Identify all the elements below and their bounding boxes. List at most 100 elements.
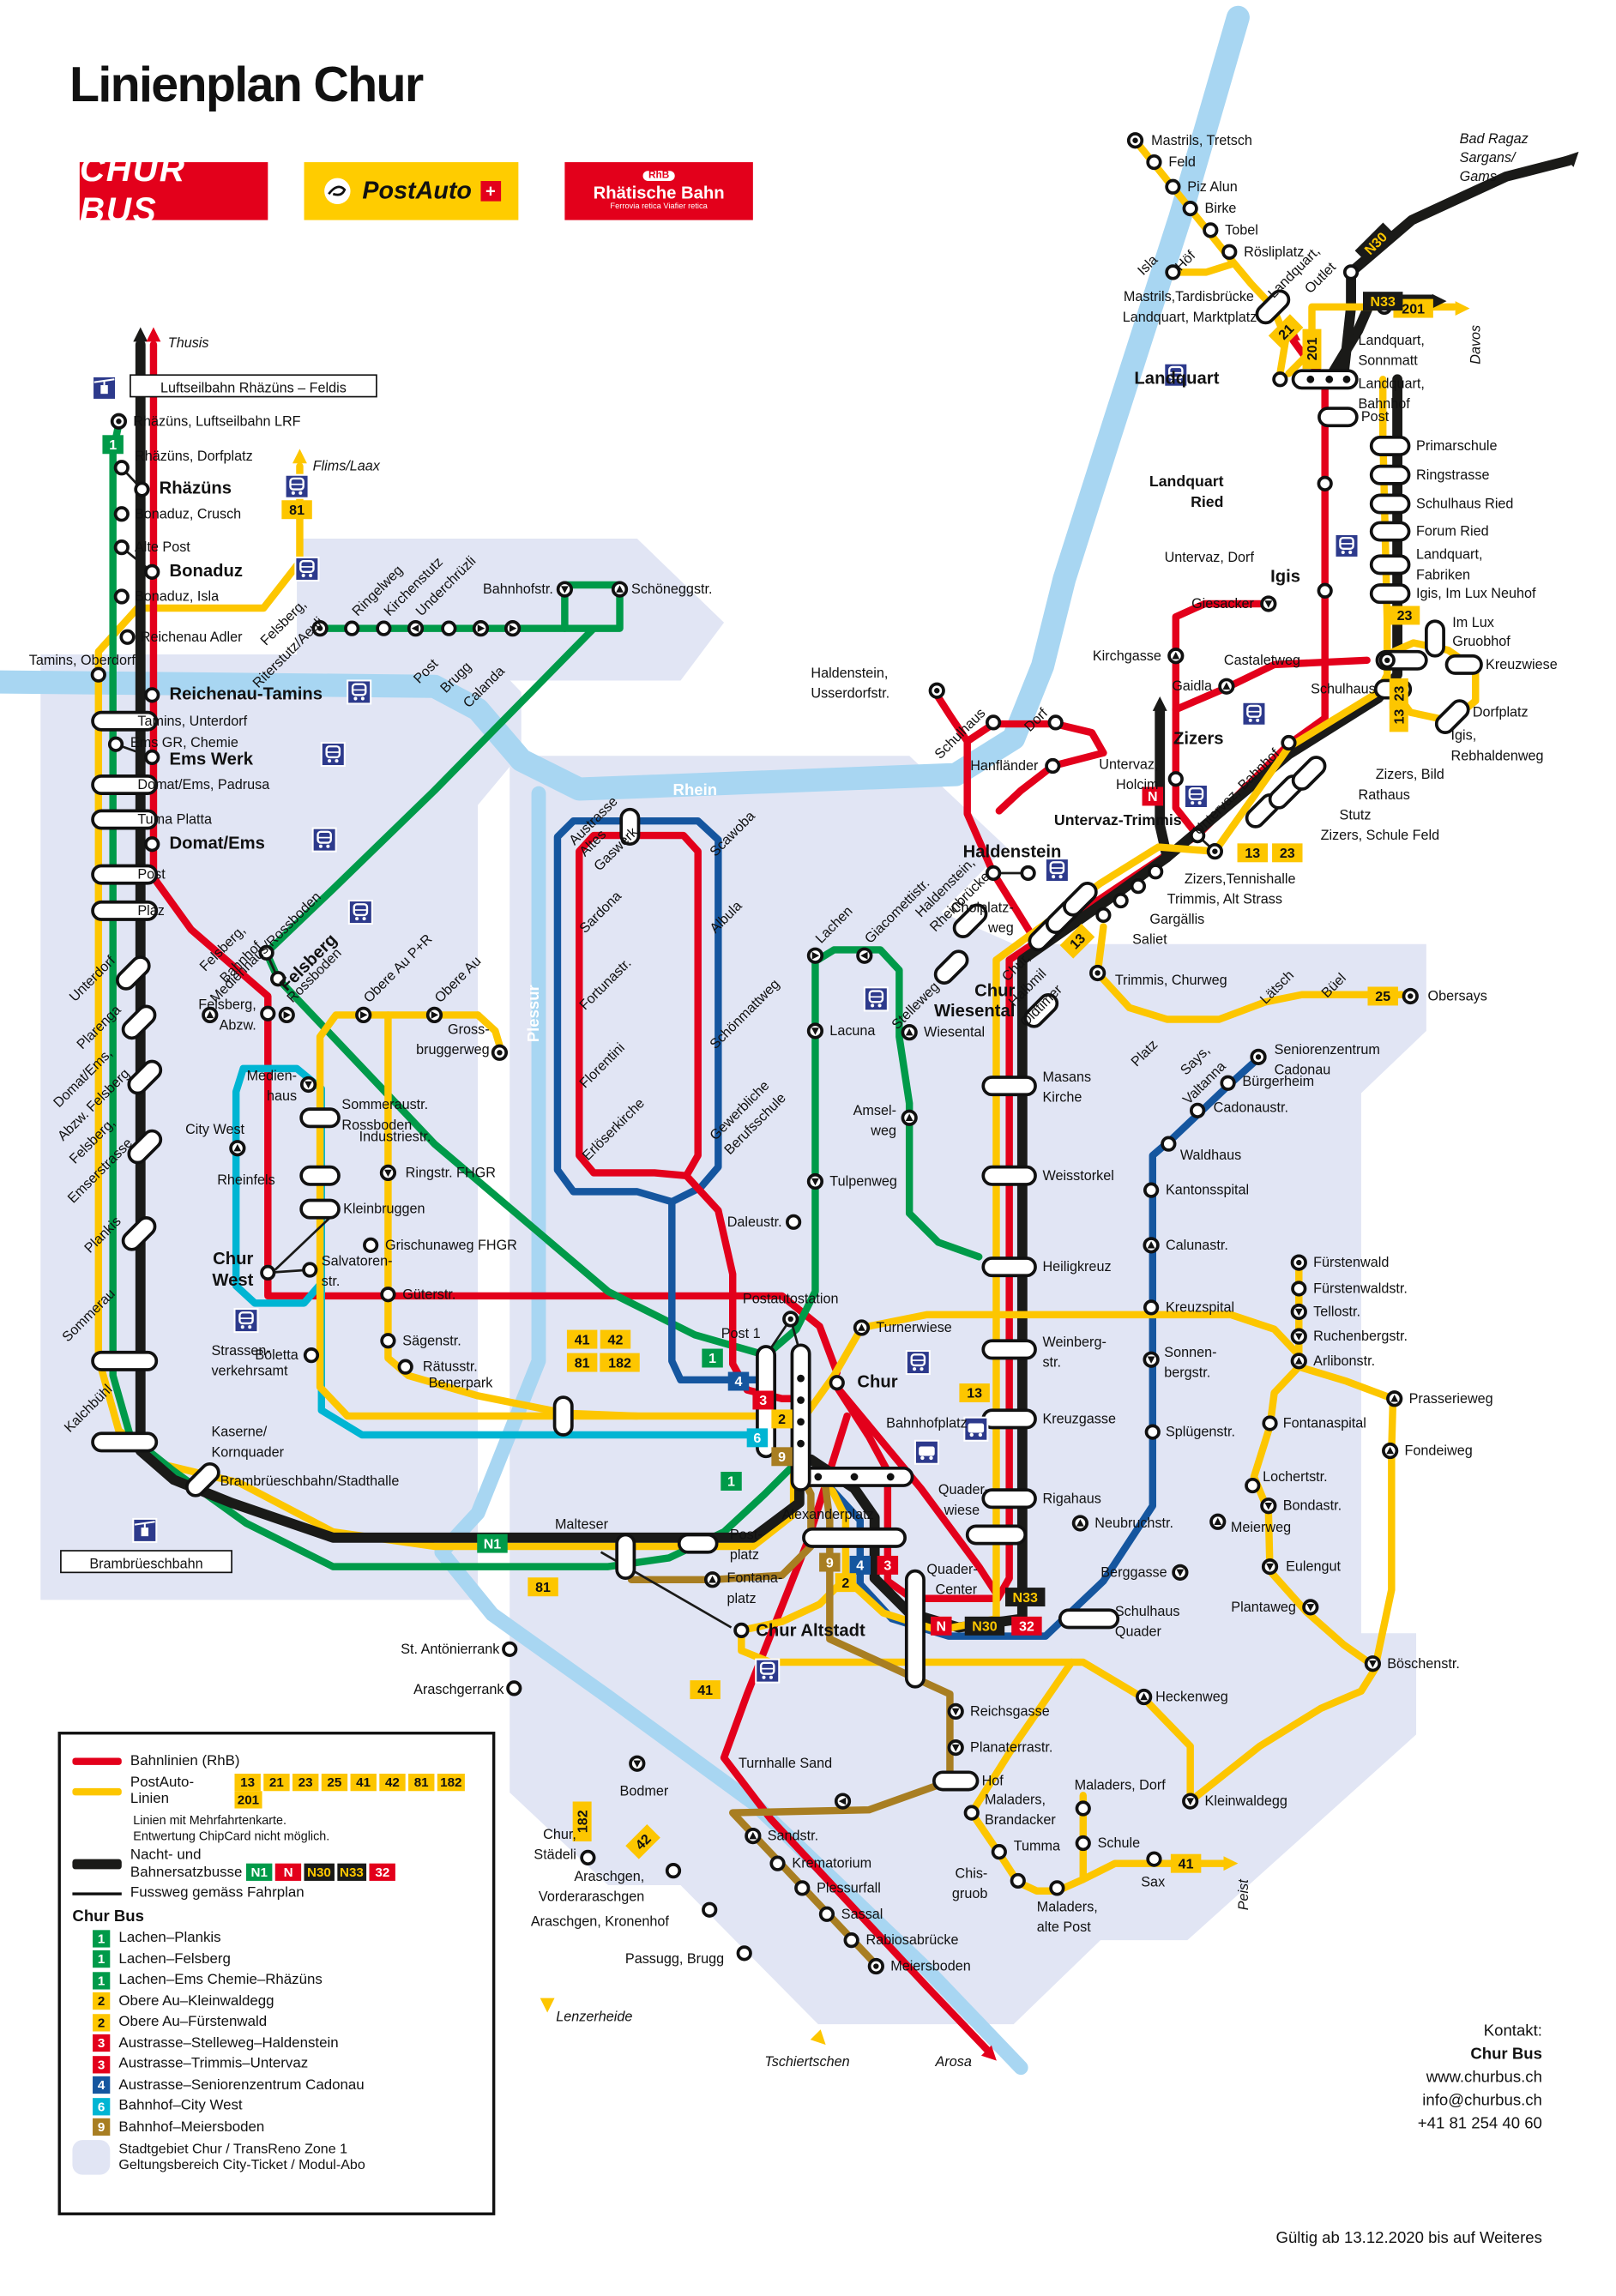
email-link[interactable]: info@churbus.ch	[1422, 2092, 1542, 2110]
station-label: Bonaduz, Crusch	[135, 506, 241, 521]
multi-line-stop	[981, 1488, 1037, 1510]
station-label: Untervaz, Dorf	[1165, 550, 1255, 565]
postauto-line-badge: 41	[350, 1774, 377, 1792]
line-number-badge: 25	[1367, 986, 1398, 1006]
station-label: Landquart,	[1359, 333, 1425, 348]
station-label: Krematorium	[792, 1856, 871, 1871]
station-label: Castaletweg	[1224, 653, 1300, 668]
train-station-icon	[347, 679, 372, 705]
station-label: Rösliplatz	[1244, 244, 1304, 260]
station-label: Chur	[857, 1372, 897, 1391]
station-dot	[1143, 1182, 1160, 1198]
station-dot	[107, 736, 124, 752]
svg-text:N: N	[1148, 789, 1158, 805]
destination-arrow-icon	[1455, 301, 1470, 316]
station-label: wiese	[944, 1503, 980, 1518]
station-label: Güterstr.	[402, 1287, 455, 1302]
website-link[interactable]: www.churbus.ch	[1426, 2069, 1542, 2087]
transit-line	[149, 340, 841, 1377]
station-dot	[580, 1849, 596, 1866]
station-dot	[134, 481, 150, 497]
station-label: Cadonau	[1275, 1063, 1331, 1078]
station-dot	[1221, 244, 1238, 260]
svg-text:13: 13	[967, 1386, 982, 1401]
line-number-badge: 1	[721, 1472, 742, 1491]
station-label: Neubruchstr.	[1094, 1516, 1173, 1531]
river-label: Plessur	[524, 985, 542, 1042]
station-label: Rebhaldenweg	[1451, 748, 1544, 763]
svg-text:81: 81	[575, 1355, 590, 1371]
station-label: Haldenstein	[963, 842, 1062, 861]
station-label: Maladers,	[1037, 1899, 1098, 1914]
station-dot	[794, 1880, 811, 1896]
page-title: Linienplan Chur	[69, 57, 424, 113]
station-dot	[502, 1641, 518, 1657]
transit-line	[1169, 260, 1238, 276]
station-label: Ruchenbergstr.	[1313, 1329, 1408, 1344]
station-label: Meiersboden	[890, 1959, 971, 1974]
station-label: Heckenweg	[1155, 1690, 1228, 1705]
multi-line-stop	[1291, 756, 1327, 791]
transit-line	[109, 420, 798, 1570]
train-station-icon	[284, 473, 310, 499]
station-label: Sonnen-	[1164, 1345, 1216, 1360]
station-label: Heiligkreuz	[1042, 1259, 1111, 1275]
station-label: Post	[1361, 409, 1390, 425]
terminus-core	[787, 1316, 793, 1323]
station-label: Plantaweg	[1231, 1600, 1296, 1615]
station-dot	[260, 1264, 276, 1281]
station-label: Kreuzgasse	[1042, 1411, 1115, 1426]
direction-arrow-icon	[951, 1708, 960, 1716]
multi-line-stop	[91, 1431, 159, 1453]
contact-block: Kontakt: Chur Bus www.churbus.ch info@ch…	[1417, 2022, 1542, 2133]
station-label: Turnhalle Sand	[739, 1756, 832, 1771]
station-dot	[1317, 475, 1333, 491]
station-label: Turnerwiese	[876, 1320, 951, 1335]
direction-arrow-icon	[431, 1011, 439, 1019]
station-label: City West	[185, 1122, 244, 1137]
station-label: Quader-	[926, 1562, 977, 1577]
svg-text:1: 1	[709, 1351, 716, 1366]
station-dot	[1010, 1872, 1026, 1889]
transit-line	[762, 946, 983, 1359]
station-label: Zizers,Tennishalle	[1185, 871, 1296, 887]
station-label: Gross-	[448, 1021, 490, 1037]
station-label: Untervaz-Trimmis	[1054, 811, 1182, 829]
direction-arrow-icon	[616, 585, 624, 593]
night-line-badge: N33	[336, 1864, 367, 1882]
train-station-icon	[311, 827, 337, 853]
station-label: Fabriken	[1416, 567, 1470, 582]
station-dot	[144, 563, 160, 580]
station-label: Ringstrasse	[1416, 467, 1489, 483]
station-label: Mastrils,Tardisbrücke	[1124, 289, 1254, 304]
station-dot	[376, 620, 392, 636]
station-dot	[702, 1901, 718, 1918]
station-label: Masans	[1042, 1070, 1091, 1085]
svg-text:41: 41	[697, 1683, 713, 1698]
line-number-badge: 23	[1389, 678, 1408, 709]
line-number-badge: 1	[102, 435, 124, 455]
station-dot	[144, 836, 160, 853]
station-label: Sargans/	[1460, 150, 1517, 166]
svg-text:182: 182	[608, 1355, 631, 1371]
train-station-icon	[863, 986, 889, 1012]
station-dot	[1130, 878, 1147, 895]
station-dot	[1281, 734, 1297, 751]
station-label: Meierweg	[1231, 1520, 1291, 1535]
direction-arrow-icon	[1186, 1798, 1195, 1805]
direction-arrow-icon	[811, 1027, 819, 1035]
station-dot	[144, 749, 160, 766]
multi-line-stop	[1369, 583, 1411, 605]
direction-arrow-icon	[477, 624, 485, 633]
svg-text:201: 201	[1305, 337, 1320, 360]
station-label: Rhäzüns, Dorfplatz	[135, 449, 253, 464]
multi-line-stop	[552, 1395, 574, 1437]
terminus-core	[873, 1963, 879, 1969]
station-label: Mastrils, Tretsch	[1151, 133, 1252, 148]
station-label: Schöneggstr.	[631, 582, 713, 597]
station-label: Sandstr.	[768, 1829, 818, 1844]
boxed-label-text: Brambrüeschbahn	[89, 1556, 202, 1571]
station-dot	[119, 629, 136, 645]
station-dot	[991, 1844, 1007, 1860]
